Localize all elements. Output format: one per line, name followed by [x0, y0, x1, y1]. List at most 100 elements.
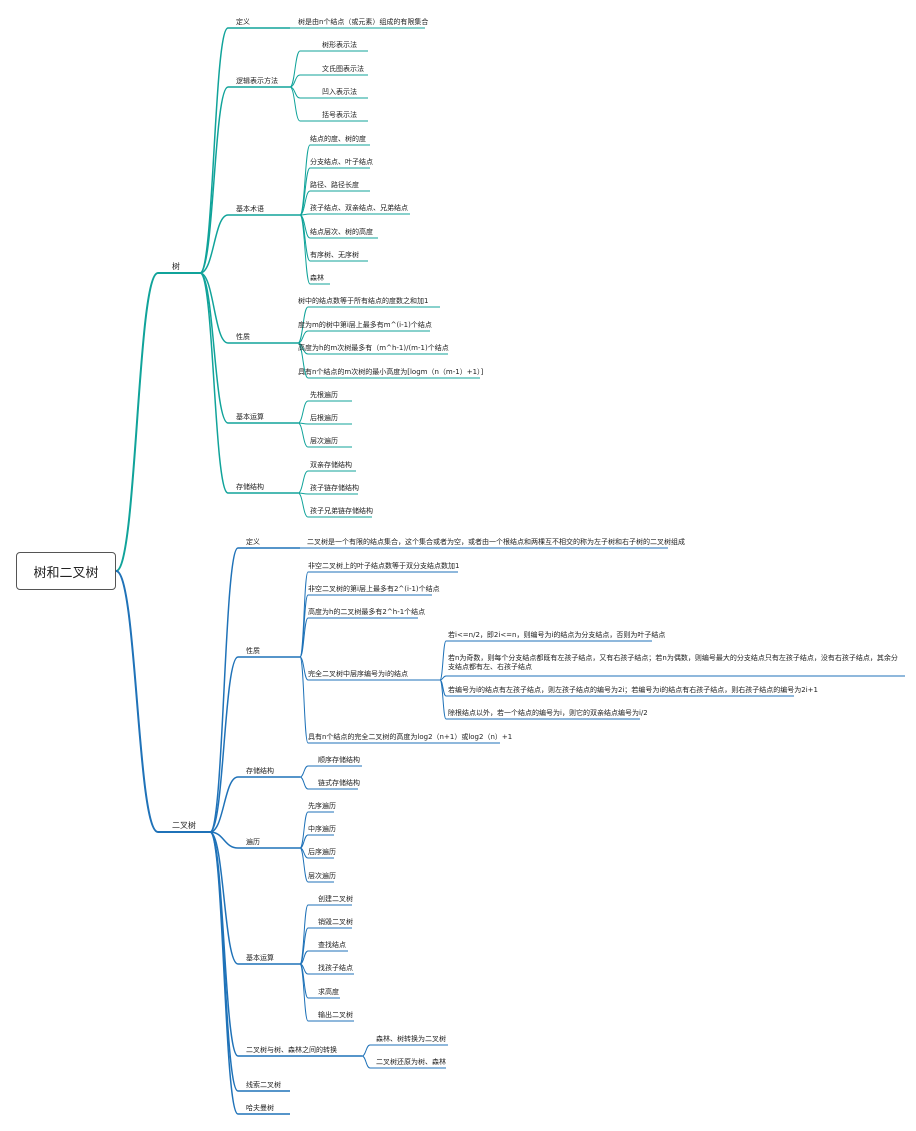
- tree-leaf-connector: [297, 330, 309, 344]
- binary-leaf-connector: [299, 847, 309, 883]
- binary-branch-connector: [209, 547, 239, 833]
- tree-terms-item: 结点层次、树的高度: [310, 228, 373, 236]
- binary-leaf-connector: [299, 656, 309, 681]
- binary-leaf-connector: [299, 950, 309, 965]
- binary-branch-connector: [209, 831, 239, 849]
- binary-ops-item: 销毁二叉树: [318, 918, 353, 926]
- tree-props-item: 度为m的树中第i层上最多有m^(i-1)个结点: [298, 321, 432, 329]
- huffman-tree-node[interactable]: 哈夫曼树: [246, 1104, 274, 1112]
- complete-tree-item: 若i<=n/2，即2i<=n，则编号为i的结点为分支结点，否则为叶子结点: [448, 631, 666, 639]
- binary-traversal-item: 层次遍历: [308, 872, 336, 880]
- tree-ops-node[interactable]: 基本运算: [236, 413, 264, 421]
- tree-branch-connector: [199, 272, 229, 494]
- tree-logic-item: 文氏图表示法: [322, 65, 364, 73]
- binary-traversal-item: 先序遍历: [308, 802, 336, 810]
- binary-ops-item: 找孩子结点: [318, 964, 353, 972]
- binary-props-item: 非空二叉树上的叶子结点数等于双分支结点数加1: [308, 562, 460, 570]
- tree-terms-node[interactable]: 基本术语: [236, 205, 264, 213]
- binary-leaf-connector: [299, 904, 309, 965]
- binary-storage-item: 顺序存储结构: [318, 756, 360, 764]
- binary-props-item: 完全二叉树中层序编号为i的结点: [308, 670, 408, 678]
- tree-definition-text: 树是由n个结点（或元素）组成的有限集合: [298, 18, 429, 26]
- tree-leaf-connector: [297, 342, 309, 379]
- complete-tree-connector: [439, 640, 447, 681]
- binary-leaf-connector: [361, 1055, 371, 1069]
- tree-leaf-connector: [297, 470, 309, 494]
- binary-conversion-item: 森林、树转换为二叉树: [376, 1035, 446, 1043]
- binary-storage-node[interactable]: 存储结构: [246, 767, 274, 775]
- tree-terms-item: 分支结点、叶子结点: [310, 158, 373, 166]
- binary-leaf-connector: [299, 594, 309, 658]
- root-binary-connector: [115, 570, 159, 833]
- tree-leaf-connector: [299, 167, 311, 216]
- binary-props-item: 高度为h的二叉树最多有2^h-1个结点: [308, 608, 426, 616]
- complete-tree-connector: [439, 679, 447, 720]
- tree-ops-item: 先根遍历: [310, 391, 338, 399]
- binary-leaf-connector: [299, 811, 309, 849]
- tree-leaf-connector: [297, 400, 309, 424]
- tree-leaf-connector: [297, 422, 309, 448]
- tree-logic-item: 括号表示法: [322, 111, 357, 119]
- binary-traversal-node[interactable]: 遍历: [246, 838, 260, 846]
- binary-leaf-connector: [361, 1044, 371, 1057]
- tree-branch-connector: [199, 214, 229, 274]
- tree-storage-node[interactable]: 存储结构: [236, 483, 264, 491]
- tree-storage-item: 孩子链存储结构: [310, 484, 359, 492]
- binary-leaf-connector: [299, 963, 309, 1022]
- complete-tree-item: 若n为奇数，则每个分支结点都既有左孩子结点，又有右孩子结点；若n为偶数，则编号最…: [448, 654, 898, 671]
- complete-tree-item: 若编号为i的结点有左孩子结点，则左孩子结点的编号为2i；若编号为i的结点有右孩子…: [448, 686, 819, 694]
- binary-leaf-connector: [299, 776, 309, 790]
- tree-leaf-connector: [289, 50, 301, 88]
- tree-leaf-connector: [289, 86, 301, 122]
- binary-leaf-connector: [299, 571, 309, 658]
- binary-leaf-connector: [299, 927, 309, 965]
- tree-terms-item: 路径、路径长度: [310, 181, 359, 189]
- tree-ops-item: 后根遍历: [310, 414, 338, 422]
- binary-props-item: 具有n个结点的完全二叉树的高度为log2（n+1）或log2（n）+1: [308, 733, 513, 741]
- binary-leaf-connector: [299, 656, 309, 744]
- tree-props-node[interactable]: 性质: [236, 333, 250, 341]
- threaded-binary-tree-node[interactable]: 线索二叉树: [246, 1081, 281, 1089]
- tree-leaf-connector: [299, 190, 311, 216]
- binary-definition-node[interactable]: 定义: [246, 538, 260, 546]
- binary-conversion-node[interactable]: 二叉树与树、森林之间的转换: [246, 1046, 337, 1054]
- tree-terms-item: 结点的度、树的度: [310, 135, 366, 143]
- tree-branch-connector: [199, 86, 229, 274]
- tree-ops-item: 层次遍历: [310, 437, 338, 445]
- root-tree-connector: [115, 272, 159, 572]
- binary-definition-text: 二叉树是一个有限的结点集合，这个集合或者为空，或者由一个根结点和两棵互不相交的称…: [307, 538, 685, 546]
- tree-node[interactable]: 树: [172, 262, 180, 271]
- binary-traversal-item: 后序遍历: [308, 848, 336, 856]
- tree-logic-item: 树形表示法: [322, 41, 357, 49]
- binary-ops-item: 创建二叉树: [318, 895, 353, 903]
- binary-ops-item: 求高度: [318, 988, 339, 996]
- tree-storage-item: 孩子兄弟链存储结构: [310, 507, 373, 515]
- tree-leaf-connector: [299, 214, 311, 285]
- tree-leaf-connector: [289, 74, 301, 88]
- binary-ops-item: 输出二叉树: [318, 1011, 353, 1019]
- tree-logic-item: 凹入表示法: [322, 88, 357, 96]
- tree-logic-node[interactable]: 逻辑表示方法: [236, 77, 278, 85]
- tree-props-item: 具有n个结点的m次树的最小高度为[logm（n（m-1）+1）]: [298, 368, 484, 376]
- binary-conversion-item: 二叉树还原为树、森林: [376, 1058, 446, 1066]
- tree-leaf-connector: [297, 492, 309, 518]
- binary-branch-connector: [209, 831, 239, 1115]
- binary-props-node[interactable]: 性质: [246, 647, 260, 655]
- tree-storage-item: 双亲存储结构: [310, 461, 352, 469]
- binary-leaf-connector: [299, 765, 309, 778]
- binary-branch-connector: [209, 831, 239, 965]
- binary-tree-node[interactable]: 二叉树: [172, 821, 196, 830]
- tree-branch-connector: [199, 272, 229, 424]
- binary-storage-item: 链式存储结构: [318, 779, 360, 787]
- root-node[interactable]: 树和二叉树: [16, 552, 116, 590]
- tree-branch-connector: [199, 27, 229, 274]
- binary-branch-connector: [209, 831, 239, 1057]
- binary-ops-node[interactable]: 基本运算: [246, 954, 274, 962]
- root-node-label: 树和二叉树: [33, 565, 99, 581]
- tree-definition-node[interactable]: 定义: [236, 18, 250, 26]
- tree-branch-connector: [199, 272, 229, 344]
- tree-terms-item: 森林: [310, 274, 324, 282]
- tree-props-item: 高度为h的m次树最多有（m^h-1)/(m-1)个结点: [298, 344, 449, 352]
